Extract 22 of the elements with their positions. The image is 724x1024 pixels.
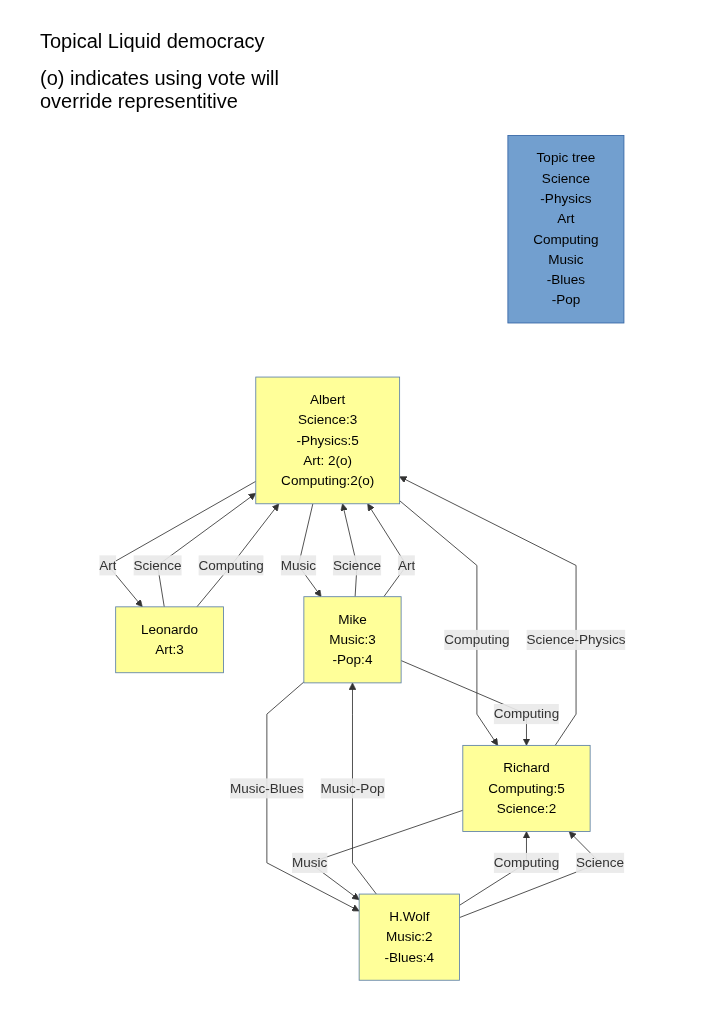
node-box: H.Wolf Music:2 -Blues:4 [358, 893, 460, 981]
edge-label: Music [280, 557, 316, 573]
edge-label: Music-Blues [229, 780, 304, 796]
node-box: Topic tree Science -Physics Art Computing Music -Blues -Pop [506, 135, 624, 324]
edge-label: Music-Pop [320, 780, 384, 796]
title: Topical Liquid democracy [40, 30, 266, 53]
edge-label: Science [133, 557, 182, 573]
edge-label: Computing [493, 706, 559, 721]
note-text: (o) indicates using vote will override representitive [40, 67, 280, 113]
edge-label: Science [575, 855, 624, 870]
edge-label: Music [291, 855, 327, 870]
edge-label: Computing [443, 632, 510, 647]
edge-label: Computing [198, 557, 264, 573]
edge-label: Science [332, 557, 381, 573]
edge-label: Science-Physics [525, 632, 626, 647]
edge-label: Art [397, 557, 415, 573]
node-box: Leonardo Art:3 [114, 606, 224, 674]
node-box: Richard Computing:5 Science:2 [461, 744, 591, 832]
node-box: Mike Music:3 -Pop:4 [302, 596, 402, 684]
edge-label: Computing [493, 855, 559, 870]
node-box: Albert Science:3 -Physics:5 Art: 2(o) Computing:2(o) [254, 376, 400, 505]
edge-label: Art [98, 557, 117, 573]
